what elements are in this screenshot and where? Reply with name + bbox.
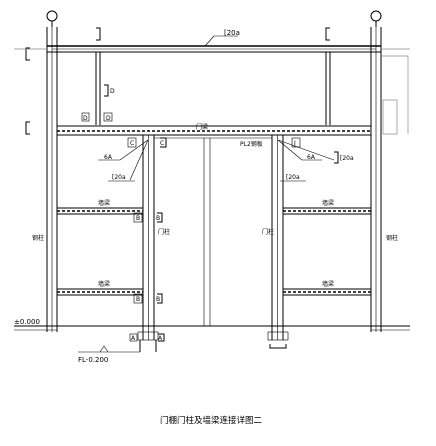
mark-a2: A	[158, 335, 163, 342]
mark-j-right: J	[293, 140, 296, 147]
mark-c-box-left	[127, 137, 137, 148]
wall-beam-right-label-1: 墙梁	[322, 199, 334, 207]
outer-column-right	[370, 27, 382, 332]
mark-b-bracket-1	[157, 212, 163, 223]
mark-c20a-right: [20a	[340, 155, 354, 162]
mark-d-left-box	[104, 84, 109, 97]
mark-a-box	[129, 333, 138, 342]
fl-elevation-marker	[78, 345, 140, 353]
door-column-left-label: 门柱	[158, 228, 170, 236]
mark-d-side: D	[83, 115, 88, 122]
mark-b-2b: B	[156, 296, 160, 303]
outer-column-left	[46, 27, 58, 332]
door-beam-label: 门梁	[196, 123, 208, 131]
wall-beam-right-1	[283, 207, 371, 215]
wall-beam-left-label-2: 墙梁	[98, 280, 110, 288]
right-wall-panel	[381, 55, 409, 135]
side-column-right-label: 钢柱	[386, 234, 398, 242]
door-beam	[57, 125, 371, 136]
mark-j-box	[291, 137, 301, 148]
side-column-left-label: 钢柱	[32, 234, 44, 242]
mark-b-bracket-2	[157, 293, 163, 304]
leader-right	[277, 139, 335, 161]
mark-a-bracket	[158, 333, 165, 342]
mark-d-lower: D	[106, 115, 111, 122]
c20a-right-bracket	[334, 151, 339, 164]
mark-d-left-square	[81, 112, 90, 122]
ground-line	[14, 325, 410, 331]
mark-b-1: B	[136, 215, 140, 222]
door-column-right	[271, 135, 284, 340]
hanging-post-left	[95, 52, 101, 125]
hanging-post-right	[325, 52, 331, 125]
mark-b-box-1	[133, 212, 143, 223]
column-base-right	[267, 331, 289, 349]
column-base-left	[137, 331, 159, 352]
elevation-fl-label: FL-0.200	[78, 356, 108, 364]
wall-beam-left-2	[57, 288, 143, 296]
column-head-left	[46, 10, 58, 27]
mark-c-left2: C	[160, 140, 164, 147]
drawing-caption: 门棚门柱及墙梁连接详图二	[160, 415, 263, 426]
mark-c-left: C	[130, 140, 134, 147]
mark-ga-right: 6A	[307, 154, 316, 161]
left-bracket-marks	[25, 47, 30, 135]
mark-c20a-right2: [20a	[286, 174, 300, 181]
mark-b-2: B	[136, 296, 140, 303]
door-column-right-label: 门柱	[262, 228, 274, 236]
wall-beam-right-label-2: 墙梁	[322, 280, 334, 288]
door-column-left	[142, 135, 155, 340]
top-beam-label: [20a	[224, 29, 240, 37]
mark-d-upper: D	[110, 88, 115, 95]
mark-ga-left: 6A	[104, 154, 113, 161]
wall-beam-left-1	[57, 207, 143, 215]
mark-d-box	[103, 112, 113, 122]
door-leaves	[154, 137, 272, 326]
column-head-right	[370, 10, 382, 27]
top-beam-leader	[204, 35, 238, 47]
pl-plate-label: PL2钢板	[240, 140, 263, 148]
wall-beam-left-label-1: 墙梁	[98, 199, 110, 207]
mark-c20a-left: [20a	[112, 174, 126, 181]
top-bracket-marks	[96, 27, 330, 41]
mark-b-1b: B	[156, 215, 160, 222]
mark-a: A	[131, 335, 136, 342]
mark-b-box-2	[133, 293, 143, 304]
top-beam	[14, 45, 410, 53]
elevation-zero-label: ±0.000	[14, 318, 40, 326]
wall-beam-right-2	[283, 288, 371, 296]
